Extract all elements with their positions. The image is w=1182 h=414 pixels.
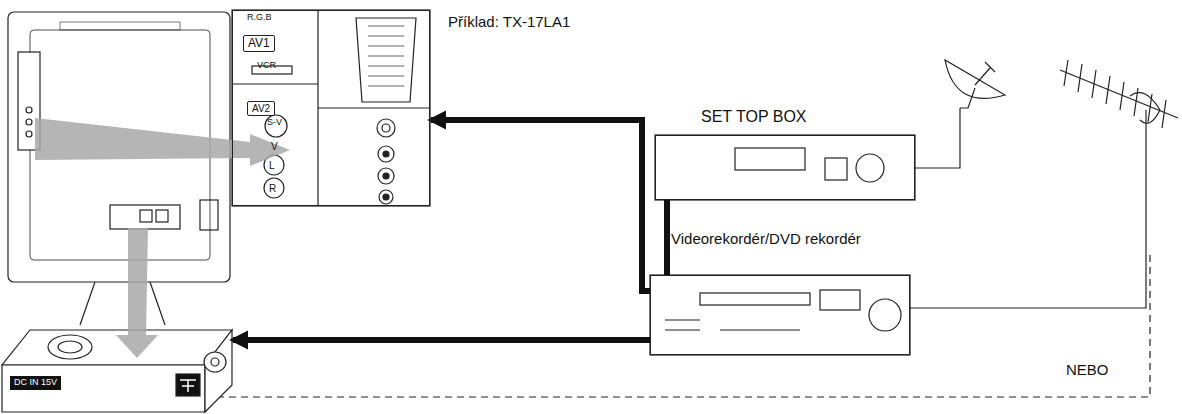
set-top-box: SET TOP BOX [655, 135, 915, 200]
node-text: L [269, 160, 275, 171]
node-text: VCR [257, 61, 276, 71]
cable [431, 120, 650, 291]
node-text: R [269, 183, 276, 194]
zoom-arrow [116, 228, 158, 358]
scart-socket [356, 18, 416, 102]
terminal-box [2, 330, 232, 412]
node-text: AV1 [243, 35, 275, 52]
node-text: AV2 [247, 101, 275, 116]
node-text: DC IN 15V [10, 376, 61, 390]
antenna [1060, 60, 1178, 300]
satellite-dish [945, 60, 1005, 98]
zoom-arrow [35, 118, 290, 166]
connector-panel: R.G.B AV1VCR AV2S-V VL R [232, 10, 430, 206]
node-text: SET TOP BOX [701, 108, 807, 126]
label: NEBO [1064, 362, 1111, 379]
node-text: S-V [267, 118, 282, 128]
cable [233, 337, 650, 343]
cable [664, 200, 670, 275]
label: Příklad: TX-17LA1 [446, 14, 572, 31]
node-text: Videorekordér/DVD rekordér [671, 231, 861, 248]
node-text: V [271, 141, 278, 152]
alternative-cable [215, 255, 1150, 397]
node-text: R.G.B [247, 13, 272, 23]
video-recorder: Videorekordér/DVD rekordér [650, 275, 910, 355]
antenna-input-box: DC IN 15V [0, 330, 232, 414]
